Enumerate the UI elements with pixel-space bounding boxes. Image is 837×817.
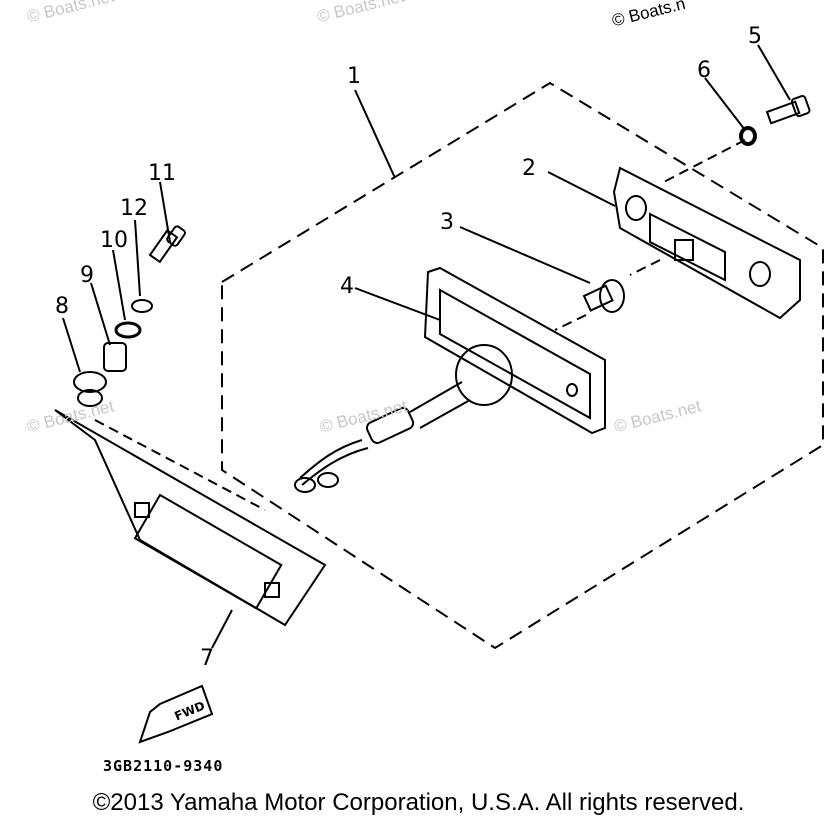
assembly-boundary [221, 81, 824, 650]
washer-10 [114, 321, 142, 339]
bulb-3 [582, 279, 625, 313]
leader-12 [134, 219, 141, 297]
callout-4: 4 [340, 274, 354, 299]
fwd-arrow-icon [138, 684, 214, 744]
leader-2 [547, 171, 616, 207]
lens-assembly-4 [409, 266, 606, 435]
callout-7: 7 [200, 646, 214, 671]
callout-2: 2 [522, 156, 536, 181]
bracket-7 [54, 409, 327, 627]
leader-10 [112, 249, 126, 321]
grommet-8 [73, 371, 107, 407]
bolt-11 [148, 225, 186, 264]
leader-8 [62, 317, 81, 373]
leader-7 [211, 609, 233, 649]
callout-8: 8 [55, 294, 69, 319]
spring-washer-12 [131, 299, 153, 313]
callout-12: 12 [120, 196, 148, 221]
lamp-housing-2 [612, 166, 801, 320]
leader-3 [459, 226, 591, 284]
leader-5 [757, 44, 791, 101]
wire-harness [294, 406, 415, 493]
callout-9: 9 [80, 263, 94, 288]
washer-6 [739, 126, 757, 146]
part-code: 3GB2110-9340 [103, 757, 224, 775]
copyright-notice: ©2013 Yamaha Motor Corporation, U.S.A. A… [92, 789, 745, 816]
callout-3: 3 [440, 210, 454, 235]
callout-1: 1 [347, 64, 361, 89]
collar-9 [103, 342, 127, 372]
leader-1 [354, 89, 396, 179]
callout-5: 5 [748, 24, 762, 49]
callout-6: 6 [697, 58, 711, 83]
callout-10: 10 [100, 228, 128, 253]
callout-11: 11 [148, 161, 176, 186]
leader-6 [704, 77, 746, 131]
screw-5 [765, 95, 811, 125]
leader-9 [90, 282, 111, 346]
